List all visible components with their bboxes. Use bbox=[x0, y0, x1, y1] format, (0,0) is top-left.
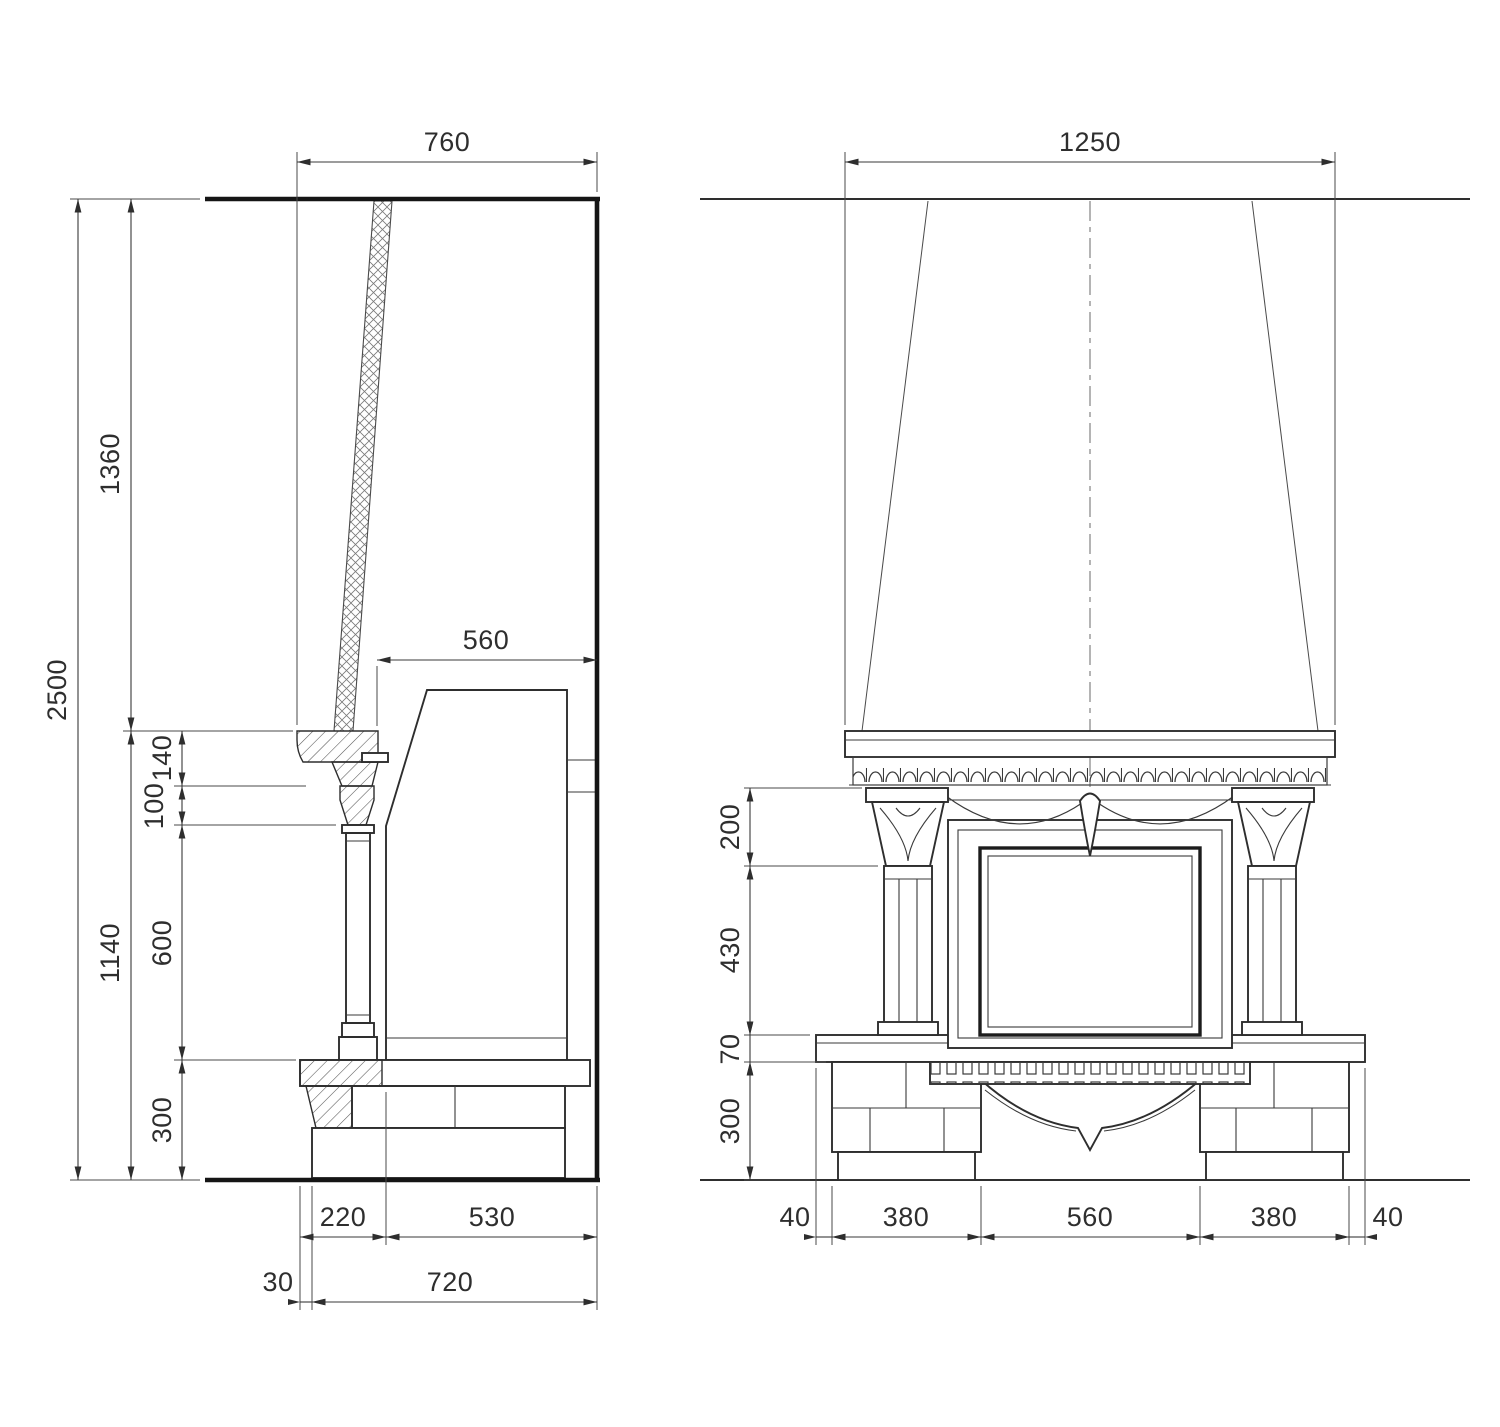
dim-label-200: 200 bbox=[715, 804, 745, 851]
dim-label-530: 530 bbox=[469, 1202, 516, 1232]
left-column-front bbox=[877, 865, 939, 1036]
dim-label-300-front: 300 bbox=[715, 1098, 745, 1145]
center-crest-finial bbox=[1079, 792, 1101, 857]
side-view-dimensions: 760 2500 1360 1140 140 100 600 300 560 2… bbox=[42, 127, 598, 1310]
dim-label-380-right: 380 bbox=[1251, 1202, 1298, 1232]
front-view bbox=[700, 198, 1470, 1181]
dim-label-760: 760 bbox=[424, 127, 471, 157]
dim-label-40-left: 40 bbox=[779, 1202, 810, 1232]
dim-label-560-front: 560 bbox=[1067, 1202, 1114, 1232]
base-right-foot bbox=[1205, 1151, 1344, 1181]
swag-right bbox=[1097, 795, 1235, 825]
firebox-insert-profile bbox=[385, 689, 568, 1061]
dim-40r-arrow-right bbox=[1365, 1234, 1377, 1240]
dim-label-30: 30 bbox=[262, 1267, 293, 1297]
dim-label-300-side: 300 bbox=[147, 1097, 177, 1144]
dim-40r-arrow-left bbox=[1337, 1234, 1349, 1240]
side-view bbox=[205, 196, 600, 1183]
base-plinth-side bbox=[311, 1127, 566, 1179]
mantel-shelf-front bbox=[844, 730, 1336, 758]
swag-left bbox=[945, 795, 1083, 825]
dim-label-430: 430 bbox=[715, 927, 745, 974]
dim-label-1250: 1250 bbox=[1059, 127, 1121, 157]
dim-label-600: 600 bbox=[147, 920, 177, 967]
dim-label-380-left: 380 bbox=[883, 1202, 930, 1232]
dim-label-100: 100 bbox=[139, 783, 169, 830]
column-plinth-side bbox=[338, 1036, 378, 1061]
chimney-flue-section bbox=[333, 200, 393, 732]
side-witness-lines bbox=[70, 152, 598, 1310]
column-cap-plate bbox=[341, 824, 375, 834]
hearth-slab-front-section bbox=[299, 1059, 383, 1087]
left-capital bbox=[865, 787, 949, 867]
right-capital bbox=[1231, 787, 1315, 867]
flue-projection-left bbox=[861, 200, 929, 732]
capital-section bbox=[339, 785, 375, 826]
base-left-foot bbox=[837, 1151, 976, 1181]
column-shaft-side bbox=[345, 832, 371, 1024]
column-base-ring bbox=[341, 1022, 375, 1038]
base-right-leg bbox=[1199, 1061, 1350, 1153]
front-view-dimensions: 1250 200 430 70 300 40 380 560 380 40 bbox=[715, 127, 1403, 1245]
right-column-front bbox=[1241, 865, 1303, 1036]
dim-30-arrow-left bbox=[288, 1299, 300, 1305]
flue-projection-right bbox=[1251, 200, 1319, 732]
shelf-undermolding-section bbox=[330, 761, 379, 787]
egg-and-dart-molding bbox=[852, 756, 1328, 786]
dim-label-2500: 2500 bbox=[42, 659, 72, 721]
dim-label-40-right: 40 bbox=[1372, 1202, 1403, 1232]
base-molding-section bbox=[305, 1085, 353, 1129]
dim-label-70: 70 bbox=[715, 1033, 745, 1064]
dim-label-1360: 1360 bbox=[95, 433, 125, 495]
base-apron-inner-curve bbox=[984, 1089, 1196, 1132]
dim-label-220: 220 bbox=[320, 1202, 367, 1232]
dim-label-720: 720 bbox=[427, 1267, 474, 1297]
dim-40l-arrow-left bbox=[804, 1234, 816, 1240]
firebox-opening bbox=[978, 846, 1202, 1037]
dim-70-arrow-top bbox=[747, 1023, 753, 1035]
dim-label-1140: 1140 bbox=[95, 923, 125, 983]
dim-label-140: 140 bbox=[147, 735, 177, 782]
base-mid-block-side bbox=[351, 1085, 566, 1129]
damper-lever bbox=[361, 752, 389, 763]
dentil-band-pattern bbox=[930, 1062, 1250, 1084]
dim-label-560-side: 560 bbox=[463, 625, 510, 655]
